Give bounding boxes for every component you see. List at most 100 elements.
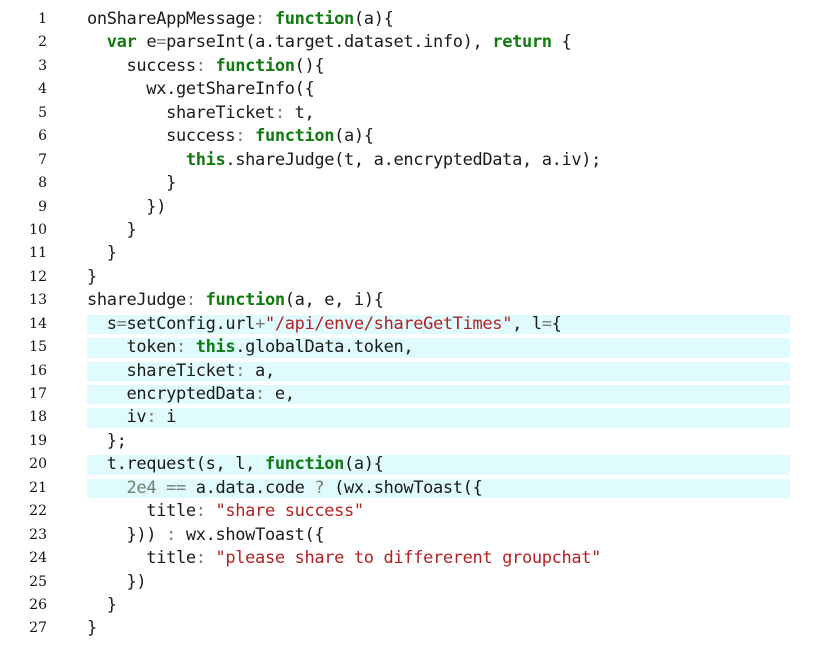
code-line: 6 success: function(a){ (0, 125, 832, 148)
line-number: 25 (29, 573, 47, 590)
line-number: 10 (29, 221, 47, 238)
code-token: this (185, 149, 226, 170)
code-text: } (87, 617, 97, 640)
line-number: 17 (29, 386, 47, 402)
line-number: 19 (29, 432, 47, 449)
code-token: }) (87, 196, 167, 217)
line-number: 8 (38, 175, 47, 192)
code-text: } (87, 219, 137, 242)
code-token: encryptedData (87, 384, 256, 404)
code-token: : (146, 407, 157, 428)
line-number: 2 (38, 34, 47, 51)
code-token (245, 126, 255, 146)
line-number: 16 (29, 362, 47, 379)
code-line: 23 })) : wx.showToast({ (0, 524, 832, 547)
code-text: shareJudge: function(a, e, i){ (87, 289, 384, 312)
code-token: }; (87, 430, 127, 451)
code-text: }) (87, 571, 147, 594)
code-token (196, 290, 206, 310)
code-token: "share success" (215, 501, 365, 522)
code-token: success (87, 126, 236, 147)
code-token: : (195, 501, 206, 522)
code-token: e, (264, 384, 295, 404)
code-line-highlighted: 15 token: this.globalData.token, (0, 336, 832, 359)
code-text: var e=parseInt(a.target.dataset.info), r… (87, 31, 572, 54)
code-token: (a){ (334, 126, 374, 147)
code-line: 8 } (0, 172, 832, 195)
code-token: = (156, 32, 167, 53)
code-token: iv (87, 407, 147, 428)
code-line: 24 title: "please share to differerent g… (0, 547, 832, 570)
code-line: 10 } (0, 219, 832, 242)
code-token: shareTicket (87, 360, 236, 381)
code-token: function (264, 454, 345, 475)
code-token: : (185, 290, 196, 311)
code-token: shareJudge (87, 290, 186, 311)
code-token: "/api/enve/shareGetTimes" (264, 313, 513, 334)
code-text: } (87, 242, 117, 265)
code-token: } (87, 618, 97, 639)
code-line: 19 }; (0, 430, 832, 453)
code-text: title: "please share to differerent grou… (87, 547, 601, 570)
code-line: 4 wx.getShareInfo({ (0, 78, 832, 101)
code-token: function (274, 9, 354, 29)
code-text: onShareAppMessage: function(a){ (87, 8, 394, 31)
code-text: success: function(){ (87, 55, 325, 78)
code-token: : (255, 9, 265, 29)
code-token (206, 501, 216, 521)
code-token: + (255, 313, 265, 334)
code-token: s (87, 313, 117, 334)
line-number: 21 (29, 479, 47, 496)
code-token: t.request(s, l, (87, 454, 265, 475)
code-line: 5 shareTicket: t, (0, 102, 832, 125)
code-token: t, (284, 102, 315, 123)
line-number: 26 (29, 596, 47, 613)
code-token: : (235, 126, 246, 147)
line-number: 15 (29, 339, 47, 356)
code-line-highlighted: 21 2e4 == a.data.code ? (wx.showToast({ (0, 477, 832, 500)
code-line-highlighted: 17 encryptedData: e, (0, 383, 832, 406)
code-token: 2e4 (126, 477, 157, 498)
code-token (87, 150, 186, 170)
code-token: { (551, 32, 572, 53)
code-token (265, 9, 275, 29)
code-token: var (106, 32, 137, 53)
code-token: (a){ (344, 454, 384, 475)
code-text: wx.getShareInfo({ (87, 78, 314, 101)
line-number: 12 (29, 268, 47, 285)
code-token: function (215, 55, 295, 76)
code-text: }; (87, 430, 127, 453)
line-number: 9 (38, 198, 47, 215)
code-text: iv: i (87, 406, 177, 429)
code-text: shareTicket: a, (87, 360, 276, 383)
code-token (87, 32, 107, 52)
code-token: function (205, 290, 285, 311)
code-token: })) (87, 524, 167, 545)
code-token (206, 56, 216, 76)
code-token: : (166, 524, 176, 545)
line-number: 14 (29, 315, 47, 332)
code-token: a, (245, 360, 275, 381)
code-line: 25 }) (0, 571, 832, 594)
line-number: 1 (38, 11, 47, 27)
code-token: token (87, 337, 177, 358)
code-token (186, 337, 196, 357)
code-token: } (87, 594, 117, 615)
line-number: 20 (29, 456, 47, 473)
code-text: token: this.globalData.token, (87, 336, 414, 359)
code-line: 22 title: "share success" (0, 500, 832, 523)
line-number: 11 (29, 245, 47, 262)
line-number: 24 (29, 550, 47, 567)
code-token: (a){ (353, 9, 394, 29)
code-text: shareTicket: t, (87, 102, 315, 125)
code-token: return (492, 32, 552, 53)
code-token: onShareAppMessage (87, 9, 256, 29)
code-text: encryptedData: e, (87, 383, 295, 406)
code-token: : (274, 102, 285, 123)
line-number: 5 (38, 104, 47, 121)
code-token: , l (512, 313, 542, 334)
code-line-highlighted: 14 s=setConfig.url+"/api/enve/shareGetTi… (0, 313, 832, 336)
code-token: title (87, 501, 196, 522)
code-text: } (87, 172, 176, 195)
code-line: 27} (0, 617, 832, 640)
